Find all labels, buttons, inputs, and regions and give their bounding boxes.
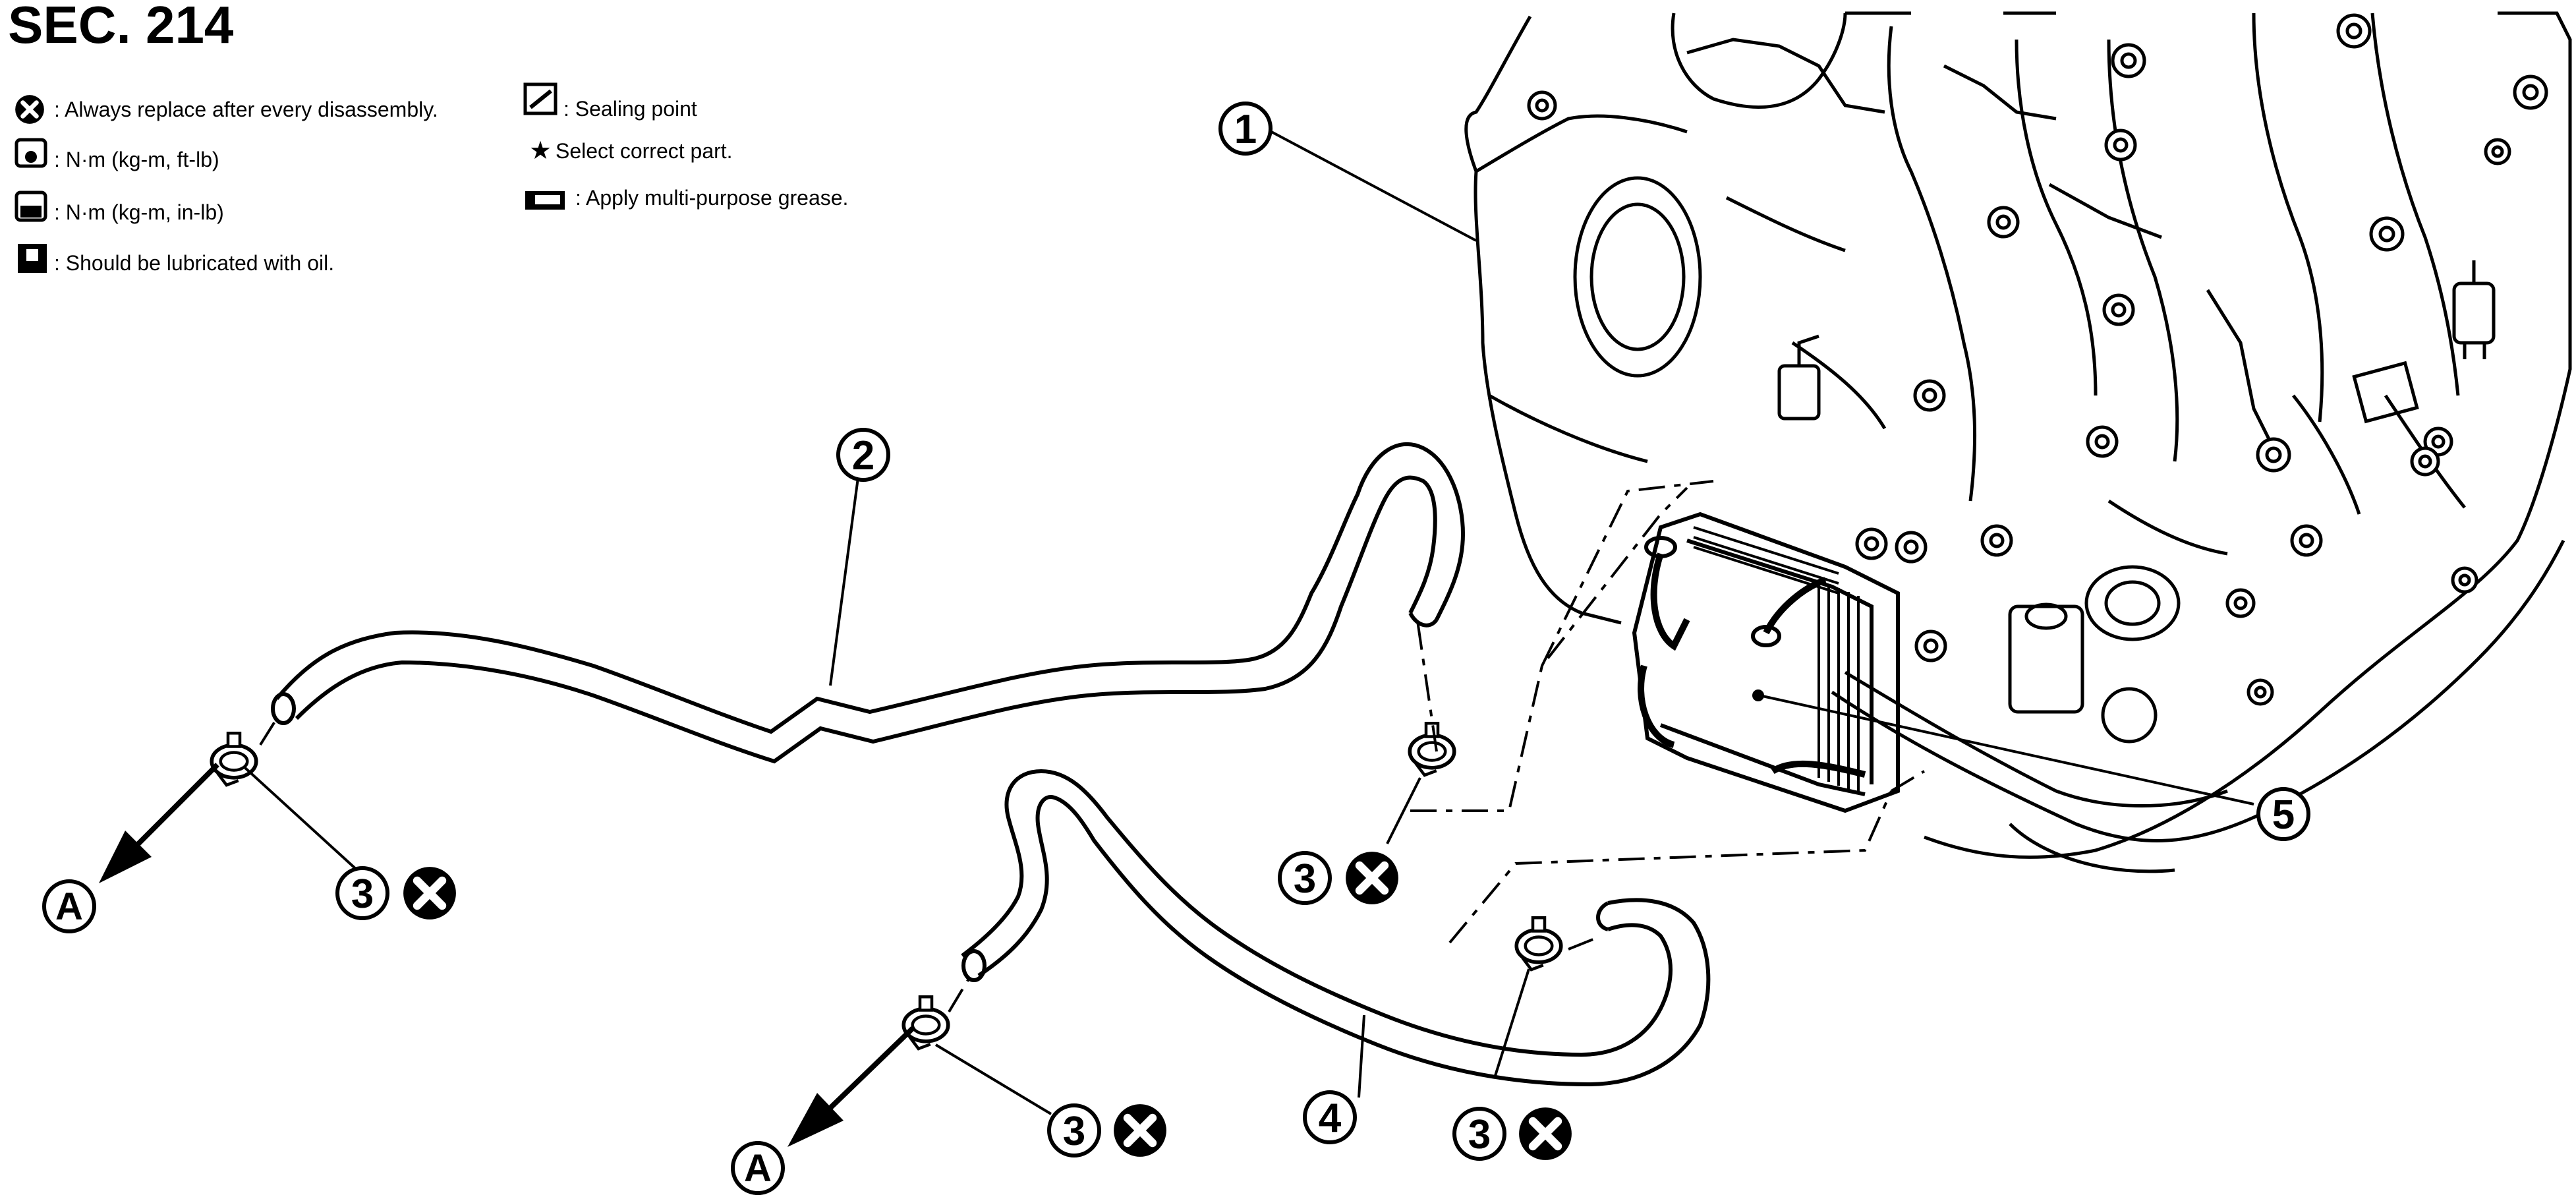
legend-text-lubricate: : Should be lubricated with oil. xyxy=(54,251,334,275)
arrow-to-a-lower xyxy=(787,1026,915,1147)
svg-text:5: 5 xyxy=(2272,792,2295,838)
svg-text:3: 3 xyxy=(351,871,374,917)
callout-3-lower-left: 3 xyxy=(1047,1103,1101,1157)
callout-2: 2 xyxy=(836,428,890,482)
callout-a-upper: A xyxy=(42,879,96,933)
star-icon: ★ xyxy=(529,136,552,165)
legend-text-replace: : Always replace after every disassembly… xyxy=(54,98,438,121)
hose-clamp-upper-left xyxy=(212,733,256,785)
hose-4 xyxy=(961,769,1711,1087)
callout-a-lower: A xyxy=(731,1141,785,1195)
callout-3-upper-right: 3 xyxy=(1278,851,1332,905)
callout-5: 5 xyxy=(2256,787,2310,841)
legend-text-grease: : Apply multi-purpose grease. xyxy=(575,186,848,210)
callout-1: 1 xyxy=(1218,102,1273,156)
torque-wrench-icon xyxy=(14,138,47,168)
svg-text:4: 4 xyxy=(1319,1096,1342,1141)
hose-2 xyxy=(271,442,1466,764)
torque-wrench-filled-icon xyxy=(14,190,47,222)
legend-text-torque-inlb: : N·m (kg-m, in-lb) xyxy=(54,200,224,224)
leader-lines xyxy=(244,127,2254,1115)
legend-replace-x-icon xyxy=(15,95,44,124)
oil-can-icon xyxy=(18,244,47,273)
svg-text:3: 3 xyxy=(1294,856,1316,902)
replace-x-icon-lower-right xyxy=(1519,1107,1572,1160)
callout-3-upper-left: 3 xyxy=(335,866,389,920)
arrow-to-a-upper xyxy=(99,763,219,883)
svg-text:A: A xyxy=(744,1147,772,1190)
svg-text:1: 1 xyxy=(1234,107,1257,152)
legend-text-torque-ftlb: : N·m (kg-m, ft-lb) xyxy=(54,148,219,171)
oil-cooler xyxy=(1632,512,1900,813)
legend-text-sealing: : Sealing point xyxy=(563,97,697,121)
legend-text-select-part: Select correct part. xyxy=(556,139,733,163)
callout-3-lower-right: 3 xyxy=(1452,1107,1506,1161)
cooler-leader-dot xyxy=(1752,689,1764,701)
legend: : Always replace after every disassembly… xyxy=(14,82,848,275)
callout-4: 4 xyxy=(1303,1090,1357,1144)
grease-icon xyxy=(525,191,565,210)
housing-bolts xyxy=(1527,13,2548,706)
svg-text:3: 3 xyxy=(1063,1109,1085,1154)
svg-text:2: 2 xyxy=(852,433,874,479)
hose-clamp-lower-right xyxy=(1516,918,1561,970)
svg-text:3: 3 xyxy=(1468,1112,1491,1157)
replace-x-icon-lower-left xyxy=(1114,1104,1166,1157)
hose-clamp-upper-right xyxy=(1410,723,1454,775)
replace-x-icon-upper-right xyxy=(1346,852,1398,904)
assembly-dashed-lines xyxy=(259,480,1926,1013)
hose-clamp-lower-left xyxy=(903,997,948,1049)
section-title: SEC. 214 xyxy=(8,0,234,54)
sealing-point-icon xyxy=(523,82,558,115)
transaxle-housing xyxy=(1464,11,2572,873)
svg-text:A: A xyxy=(55,885,83,928)
replace-x-icon-upper-left xyxy=(403,867,456,920)
